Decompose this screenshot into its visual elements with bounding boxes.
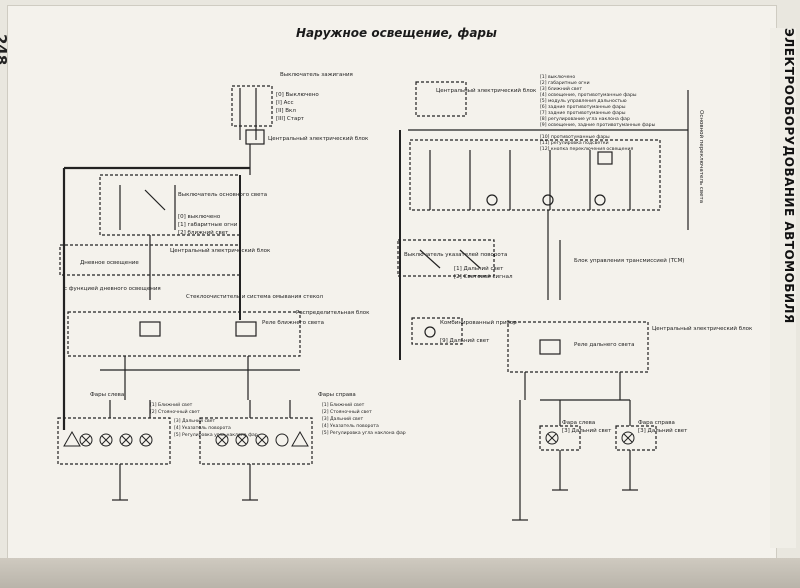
ignition-switch-box: [231, 85, 273, 127]
spine-strip: [770, 28, 796, 548]
low-beam-relay-box: [67, 311, 301, 357]
legend-item-7: [7] задние противотуманные фары: [540, 110, 626, 116]
right-lamp-label-3: [3] Дальний свет: [322, 415, 364, 422]
label-transmission-block: Блок управления трансмиссией (TCM): [574, 257, 684, 264]
left-lamp-label-4: [4] Указатель поворота: [174, 425, 231, 431]
legend-item-5: [5] модуль управления дальностью: [540, 98, 627, 104]
right-lamp-label-5: [5] Регулировка угла наклона фар: [322, 430, 406, 436]
legend-item-3: [3] ближний свет: [540, 85, 582, 92]
legend-item-9: [9] освещение, задние противотуманные фа…: [540, 122, 656, 128]
label-turn-signal-switch: Выключатель указателей поворота: [404, 251, 507, 258]
left-lamp-label-3: [3] Дальний свет: [174, 417, 216, 424]
label-central-block-top: Центральный электрический блок: [268, 135, 369, 142]
instrument-cluster-box: [411, 317, 463, 345]
label-switch-pos-1: [1] габаритные огни: [178, 222, 238, 228]
right-lamp-label-2: [2] Стояночный свет: [322, 408, 372, 415]
right-lamp-label-4: [4] Указатель поворота: [322, 423, 379, 429]
central-block-right-box: [415, 81, 467, 117]
label-main-light-switch: Выключатель основного света: [178, 192, 267, 198]
label-relay-high-beam: Реле дальнего света: [574, 342, 634, 348]
legend-item-11: [11] регулировка подсветки: [540, 140, 609, 146]
legend-item-2: [2] габаритные огни: [540, 80, 590, 86]
label-right-headlights: Фары справа: [318, 392, 356, 398]
right-lamp-label-1: [1] Ближний свет: [322, 401, 365, 408]
label-flash-beam: [2] Световой сигнал: [454, 273, 513, 280]
label-instrument-cluster: Комбинированный прибор: [440, 319, 517, 326]
manual-page: [8, 6, 776, 558]
label-right-high-beam: [3] Дальний свет: [638, 427, 688, 434]
high-beam-relay-box: [507, 321, 649, 373]
label-central-block-right: Центральный электрический блок: [436, 87, 537, 94]
label-dipped-beam: [1] Дальний свет: [454, 265, 504, 272]
label-relay-distribution: Распределительная блок: [296, 310, 370, 316]
left-lamp-label-2: [2] Стояночный свет: [150, 408, 200, 415]
left-lamp-cluster: [63, 430, 153, 447]
label-ign-pos-0: [0] Выключено: [276, 92, 319, 98]
label-central-block-mid: Центральный электрический блок: [170, 247, 271, 254]
legend-item-1: [1] выключено: [540, 74, 575, 80]
label-right-headlight: Фара справа: [638, 420, 675, 426]
legend-item-12: [12] кнопка переключения освещения: [540, 146, 633, 152]
label-daytime-note: с функцией дневного освещения: [64, 285, 161, 292]
main-switch-box-right: [409, 139, 661, 211]
label-main-switch-vertical: Основной переключатель света: [698, 110, 705, 203]
label-ign-pos-2: [II] Вкл: [276, 108, 296, 114]
label-switch-pos-0: [0] выключено: [178, 214, 221, 220]
left-lamp-label-1: [1] Ближний свет: [150, 401, 193, 408]
left-headlight-box: [57, 417, 171, 465]
right-headlight-box: [199, 417, 313, 465]
legend-item-10: [10] противотуманные фары: [540, 134, 610, 140]
central-block-fuse: [245, 129, 265, 145]
label-central-block-lower: Центральный электрический блок: [652, 325, 753, 332]
right-lamp-cluster: [215, 430, 309, 447]
label-ignition-switch: Выключатель зажигания: [280, 72, 353, 78]
label-wipers-note: Стеклоочиститель и система омывания стек…: [186, 294, 324, 300]
label-ign-pos-1: [I] Асс: [276, 100, 293, 106]
right-diagram-high-beam-lamps: [545, 431, 635, 445]
label-daytime-lights: Дневное освещение: [80, 260, 139, 266]
label-switch-pos-2: [2] ближний свет: [178, 229, 229, 236]
label-ign-pos-3: [III] Старт: [276, 116, 305, 122]
legend-item-4: [4] освещение, противотуманные фары: [540, 92, 637, 98]
label-left-high-beam: [3] Дальний свет: [562, 427, 612, 434]
page-title: Наружное освещение, фары: [296, 26, 497, 40]
label-cluster-high-beam: [9] Дальний свет: [440, 337, 490, 344]
label-relay-low-beam: Реле ближнего света: [262, 320, 324, 326]
turn-signal-switch-box: [397, 239, 495, 277]
legend-item-8: [8] регулирование угла наклона фар: [540, 116, 630, 122]
label-left-headlight: Фара слева: [562, 420, 595, 426]
legend-item-6: [6] задние противотуманные фары: [540, 104, 626, 110]
label-left-headlights: Фары слева: [90, 392, 124, 398]
right-high-beam-box: [615, 425, 657, 451]
scan-bottom-edge: [0, 558, 800, 588]
left-lamp-label-5: [5] Регулировка угла наклона фар: [174, 432, 258, 438]
